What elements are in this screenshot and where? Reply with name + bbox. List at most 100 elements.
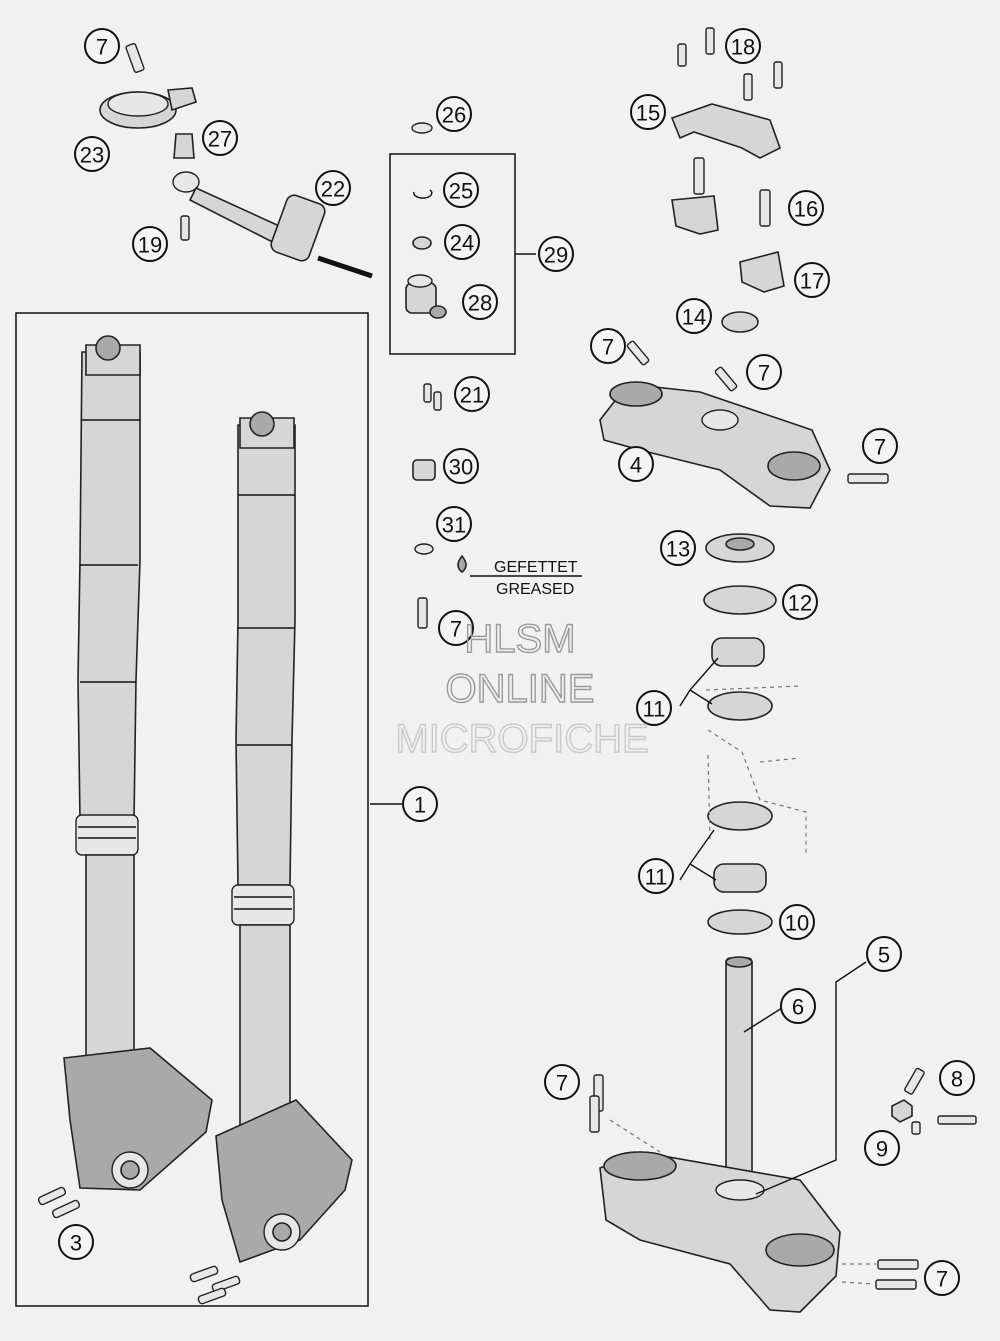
callout-label: 9 (876, 1137, 888, 1162)
grease-drop (457, 554, 467, 574)
callout-label: 7 (556, 1071, 568, 1096)
callout-label: 18 (731, 35, 755, 60)
steering-damper (172, 171, 373, 279)
bolt-7-lower-b (589, 1095, 600, 1133)
bolt-7-top-b (714, 366, 738, 392)
seal-12 (703, 585, 777, 615)
callout-21: 21 (454, 376, 490, 412)
callout-label: 6 (792, 995, 804, 1020)
bolt-7-lower-c (877, 1259, 919, 1270)
note-greased-en: GREASED (496, 581, 574, 598)
bolt-8-side (937, 1115, 977, 1125)
bolt-8 (904, 1067, 925, 1095)
callout-label: 13 (666, 537, 690, 562)
callout-label: 25 (449, 179, 473, 204)
callout-label: 23 (80, 143, 104, 168)
bolts-21 (423, 383, 442, 411)
nut-9 (891, 1099, 913, 1123)
callout-label: 7 (874, 435, 886, 460)
callout-19: 19 (132, 226, 168, 262)
callout-5: 5 (866, 936, 902, 972)
seal-10 (707, 909, 773, 935)
note-greased-de: GEFETTET (494, 559, 578, 576)
dust-cover-13 (705, 533, 775, 563)
bearing-11-upper (707, 637, 773, 721)
fork-leg-left (63, 335, 213, 1191)
callout-label: 24 (450, 231, 474, 256)
callout-4: 4 (618, 446, 654, 482)
bolt-7-lower-d (875, 1279, 917, 1290)
callout-22: 22 (315, 170, 351, 206)
callout-7: 7 (924, 1260, 960, 1296)
callout-label: 11 (645, 865, 668, 890)
callout-3: 3 (58, 1224, 94, 1260)
callout-14: 14 (676, 298, 712, 334)
callout-label: 10 (785, 911, 809, 936)
spacer-30 (412, 459, 436, 481)
bracket-28 (405, 274, 447, 319)
handlebar-clamp-15 (670, 103, 781, 159)
callout-7: 7 (438, 610, 474, 646)
callout-label: 11 (643, 697, 666, 722)
seal-24 (412, 236, 432, 250)
callout-16: 16 (788, 190, 824, 226)
bolts-18 (677, 27, 783, 101)
callout-30: 30 (443, 448, 479, 484)
fork-leg-right (215, 411, 353, 1264)
callout-17: 17 (794, 262, 830, 298)
callout-13: 13 (660, 530, 696, 566)
callout-10: 10 (779, 904, 815, 940)
callout-label: 16 (794, 197, 818, 222)
upper-triple-clamp (599, 381, 831, 509)
callout-label: 17 (800, 269, 824, 294)
callout-label: 12 (788, 591, 812, 616)
callout-23: 23 (74, 136, 110, 172)
callout-29: 29 (538, 236, 574, 272)
watermark-line-3: MICROFICHE (395, 717, 648, 761)
fork-assembly-frame (15, 312, 369, 1307)
callout-11: 11 (636, 690, 672, 726)
callout-label: 3 (70, 1231, 82, 1256)
bolt-9-side (911, 1121, 921, 1135)
bolt-7-small (417, 597, 428, 629)
callout-26: 26 (436, 96, 472, 132)
callout-18: 18 (725, 28, 761, 64)
callout-label: 7 (450, 617, 462, 642)
damper-clamp (99, 42, 197, 129)
lower-triple-clamp (599, 1151, 841, 1313)
callout-label: 7 (936, 1267, 948, 1292)
callout-12: 12 (782, 584, 818, 620)
callout-label: 7 (96, 35, 108, 60)
part-callouts: 1345677777778910111112131415161718192122… (58, 28, 975, 1296)
leader-11-lower (679, 829, 717, 881)
callout-label: 29 (544, 243, 568, 268)
callout-label: 31 (442, 513, 466, 538)
callout-label: 27 (208, 127, 232, 152)
callout-24: 24 (444, 224, 480, 260)
callout-6: 6 (780, 988, 816, 1024)
circlip-25 (413, 189, 433, 199)
callout-31: 31 (436, 506, 472, 542)
bolt-7-top-c (847, 473, 889, 484)
callout-label: 7 (758, 361, 770, 386)
callout-7: 7 (544, 1064, 580, 1100)
callout-label: 7 (602, 335, 614, 360)
callout-7: 7 (84, 28, 120, 64)
callout-7: 7 (862, 428, 898, 464)
callout-15: 15 (630, 94, 666, 130)
callout-label: 14 (682, 305, 706, 330)
callout-label: 15 (636, 101, 660, 126)
frame-outline-dashed (705, 685, 807, 856)
callout-label: 28 (468, 291, 492, 316)
nut-14 (721, 311, 759, 333)
callout-label: 8 (951, 1067, 963, 1092)
callout-label: 5 (878, 943, 890, 968)
callout-label: 21 (460, 383, 484, 408)
axle-clamp-bolts (37, 1186, 241, 1305)
washer-31 (414, 543, 434, 555)
callout-8: 8 (939, 1060, 975, 1096)
leader-5 (755, 961, 867, 1195)
callout-7: 7 (746, 354, 782, 390)
callout-1: 1 (402, 786, 438, 822)
